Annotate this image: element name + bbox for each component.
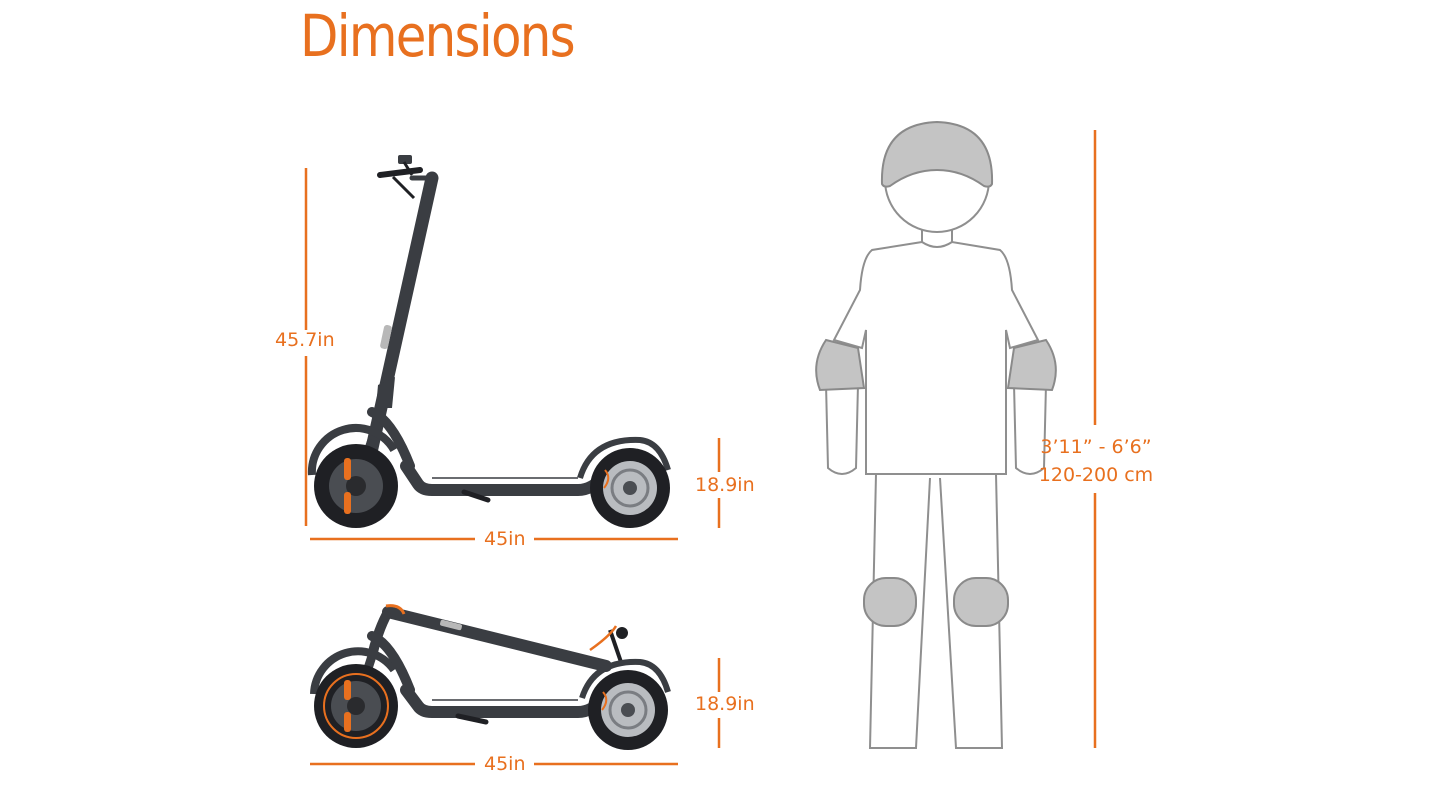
rider-figure <box>815 120 1057 749</box>
rider-height-metric-label: 120-200 cm <box>1038 464 1154 486</box>
scooter-handlebar <box>377 155 423 200</box>
scooter-unfolded <box>307 155 671 528</box>
helmet-icon <box>880 120 994 188</box>
elbow-pad-right-icon <box>1006 338 1057 392</box>
folded-wheel-height-label: 18.9in <box>695 693 755 715</box>
rider-height-imperial-label: 3’11” - 6’6” <box>1040 436 1152 458</box>
front-wheel <box>314 444 398 528</box>
unfolded-length-label: 45in <box>484 528 526 550</box>
knee-pad-left-icon <box>863 577 917 627</box>
folded-deck <box>400 684 610 718</box>
rear-wheel <box>590 448 670 528</box>
unfolded-wheel-height-label: 18.9in <box>695 474 755 496</box>
unfolded-height-label: 45.7in <box>275 329 335 351</box>
folded-stem <box>382 606 628 672</box>
folded-length-label: 45in <box>484 753 526 775</box>
folded-rear-wheel <box>588 670 668 750</box>
knee-pad-right-icon <box>953 577 1009 627</box>
scooter-folded <box>310 604 671 750</box>
scooter-deck <box>400 460 610 496</box>
elbow-pad-left-icon <box>815 338 866 392</box>
page-title: Dimensions <box>300 2 576 70</box>
folded-front-wheel <box>314 664 398 748</box>
